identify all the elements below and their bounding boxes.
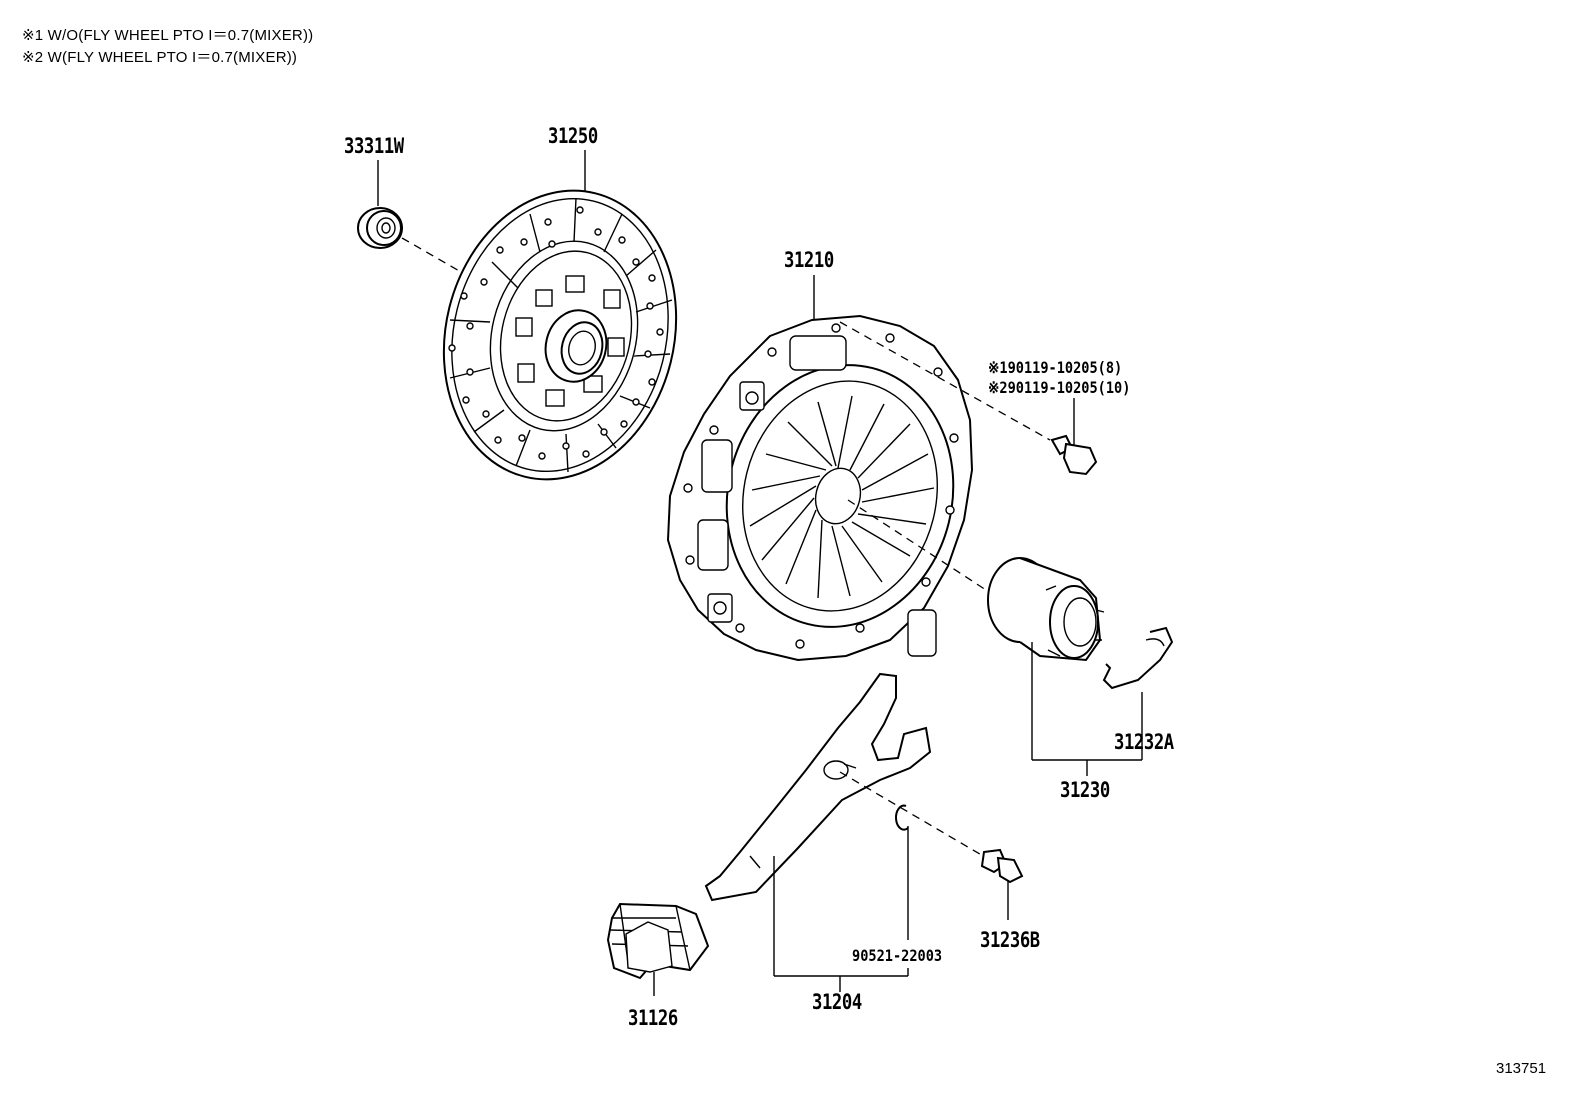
- release-bearing-bracket: [1031, 642, 1143, 776]
- part-label-fork-support[interactable]: 31236B: [980, 928, 1040, 952]
- part-label-bolt-2[interactable]: ※290119-10205(10): [988, 378, 1131, 397]
- bolt-drawing[interactable]: [1050, 398, 1098, 476]
- diagram-number: 313751: [1496, 1060, 1547, 1077]
- release-bearing-clip-drawing[interactable]: [1102, 626, 1174, 690]
- release-fork-drawing[interactable]: [704, 672, 932, 902]
- pilot-bearing-drawing[interactable]: [357, 160, 403, 249]
- clutch-disc-drawing[interactable]: [414, 150, 706, 504]
- part-label-fork-clip[interactable]: 90521-22003: [852, 946, 943, 965]
- part-label-clutch-disc[interactable]: 31250: [548, 124, 598, 148]
- part-label-bolt-1[interactable]: ※190119-10205(8): [988, 358, 1123, 377]
- part-label-bearing[interactable]: 33311W: [344, 134, 404, 158]
- release-bearing-drawing[interactable]: [987, 557, 1105, 662]
- part-label-release-bearing[interactable]: 31230: [1060, 778, 1110, 802]
- part-label-release-fork[interactable]: 31204: [812, 990, 862, 1014]
- clutch-cover-drawing[interactable]: [666, 275, 981, 662]
- release-fork-bracket: [773, 826, 909, 992]
- part-label-release-fork-boot[interactable]: 31126: [628, 1006, 678, 1030]
- fork-support-drawing[interactable]: [980, 848, 1024, 920]
- part-label-clutch-cover[interactable]: 31210: [784, 248, 834, 272]
- part-label-release-bearing-clip[interactable]: 31232A: [1114, 730, 1174, 754]
- footnote-1: ※1 W/O(FLY WHEEL PTO I＝0.7(MIXER)): [22, 27, 314, 44]
- release-fork-boot-drawing[interactable]: [606, 902, 710, 996]
- fork-clip-drawing[interactable]: [894, 804, 909, 831]
- footnote-2: ※2 W(FLY WHEEL PTO I＝0.7(MIXER)): [22, 49, 298, 66]
